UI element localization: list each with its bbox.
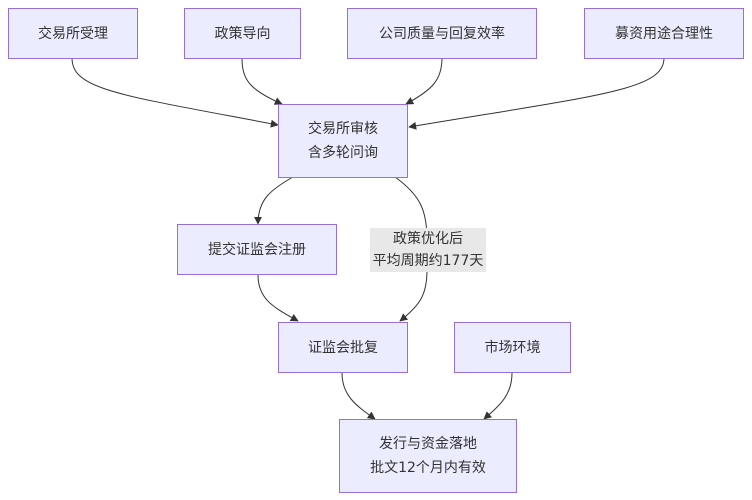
node-exchange-accept: 交易所受理 bbox=[8, 8, 138, 59]
edge-market-to-issuance bbox=[483, 372, 513, 420]
edge-quality-to-review bbox=[405, 57, 443, 105]
node-csrc-register: 提交证监会注册 bbox=[177, 224, 337, 275]
node-label: 交易所受理 bbox=[38, 25, 108, 42]
edge-funduse-to-review bbox=[408, 57, 665, 130]
node-label-line2: 批文12个月内有效 bbox=[370, 460, 486, 476]
node-policy: 政策导向 bbox=[184, 8, 301, 59]
edge-label-review-to-approve: 政策优化后 平均周期约177天 bbox=[370, 228, 486, 272]
node-label-line2: 含多轮问询 bbox=[308, 145, 378, 161]
node-fund-use: 募资用途合理性 bbox=[584, 8, 744, 59]
node-label: 证监会批复 bbox=[308, 339, 378, 356]
edge-policy-to-review bbox=[241, 57, 283, 105]
edge-exchange-accept-to-review bbox=[71, 57, 279, 128]
node-exchange-review: 交易所审核 含多轮问询 bbox=[278, 104, 408, 178]
node-company-quality: 公司质量与回复效率 bbox=[347, 8, 537, 59]
node-label: 募资用途合理性 bbox=[615, 25, 713, 42]
node-label-line1: 发行与资金落地 bbox=[379, 436, 477, 452]
node-market-env: 市场环境 bbox=[454, 322, 571, 373]
node-csrc-approve: 证监会批复 bbox=[278, 322, 408, 373]
node-label: 政策导向 bbox=[214, 25, 271, 42]
node-label: 公司质量与回复效率 bbox=[379, 25, 505, 42]
node-label-line1: 交易所审核 bbox=[308, 121, 378, 137]
edge-label-line1: 政策优化后 bbox=[393, 231, 463, 247]
node-issuance: 发行与资金落地 批文12个月内有效 bbox=[339, 419, 517, 493]
edge-register-to-approve bbox=[257, 274, 299, 322]
node-label: 提交证监会注册 bbox=[208, 241, 306, 258]
edge-review-to-register bbox=[254, 176, 294, 225]
node-label: 市场环境 bbox=[484, 339, 541, 356]
edge-approve-to-issuance bbox=[341, 372, 376, 420]
edge-label-line2: 平均周期约177天 bbox=[372, 253, 484, 269]
